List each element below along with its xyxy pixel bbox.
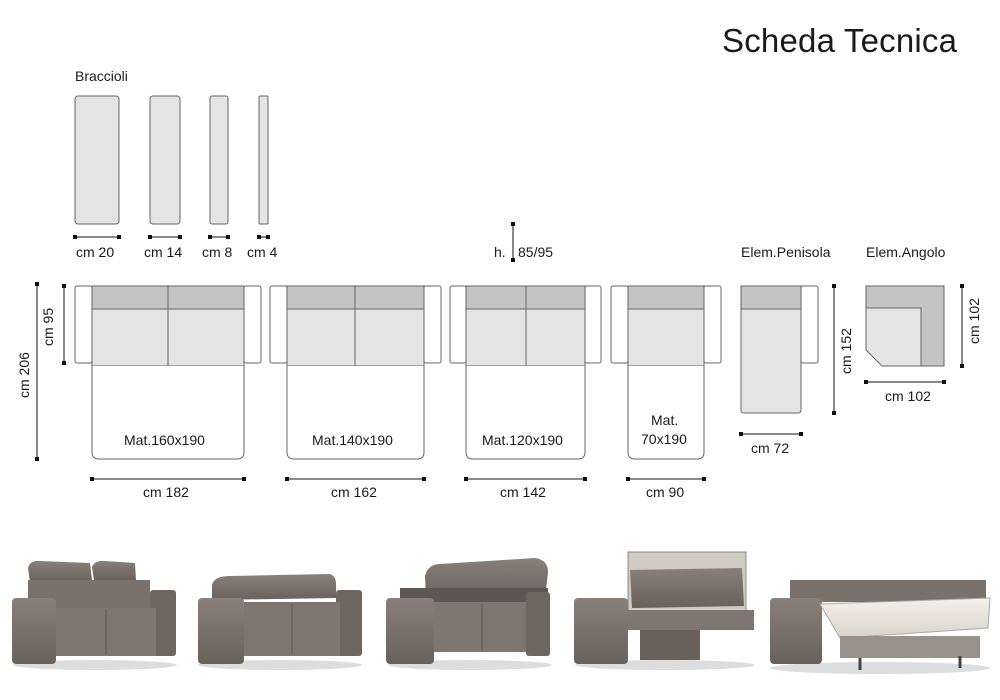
peninsula-element: [740, 285, 819, 414]
sofa-photo-4: [574, 551, 755, 670]
peninsula-width-label: cm 72: [751, 440, 790, 456]
armrests-label: Braccioli: [75, 68, 128, 84]
width-label-4: cm 90: [646, 484, 685, 500]
depth-seat-label: cm 95: [40, 307, 56, 346]
armrest-width-8: cm 8: [202, 244, 233, 260]
sofa-182: [74, 285, 262, 460]
armrest-8: [209, 95, 229, 225]
sofa-90: [610, 285, 722, 460]
sofa-bed-photo-sequence: [12, 551, 991, 674]
mattress-label-3: Mat.120x190: [482, 432, 563, 448]
armrest-width-4: cm 4: [247, 244, 278, 260]
mattress-label-1: Mat.160x190: [124, 432, 205, 448]
corner-width-label: cm 102: [885, 388, 931, 404]
depth-total-label: cm 206: [16, 352, 32, 398]
corner-depth-label: cm 102: [966, 298, 982, 344]
height-value: 85/95: [518, 244, 554, 260]
armrest-4: [258, 95, 269, 225]
mattress-label-4b: 70x190: [641, 431, 687, 447]
sofa-162: [269, 285, 442, 460]
armrest-width-14: cm 14: [144, 244, 183, 260]
peninsula-depth-label: cm 152: [838, 328, 854, 374]
mattress-label-4a: Mat.: [651, 412, 679, 428]
mattress-label-2: Mat.140x190: [312, 432, 393, 448]
width-label-2: cm 162: [331, 484, 377, 500]
technical-diagram: [35, 95, 964, 481]
sofa-photo-3: [386, 558, 552, 670]
width-label-3: cm 142: [500, 484, 546, 500]
width-label-1: cm 182: [143, 484, 189, 500]
armrest-20: [74, 95, 120, 225]
height-label: h.: [494, 244, 506, 260]
sofa-photo-5: [770, 580, 991, 674]
armrest-14: [149, 95, 181, 225]
peninsula-label: Elem.Penisola: [741, 244, 831, 260]
corner-label: Elem.Angolo: [866, 244, 946, 260]
armrest-width-20: cm 20: [76, 244, 115, 260]
page-title: Scheda Tecnica: [722, 22, 958, 59]
corner-element: [865, 285, 945, 367]
sofa-photo-1: [12, 560, 177, 670]
sofa-photo-2: [198, 574, 362, 670]
sofa-142: [449, 285, 602, 460]
